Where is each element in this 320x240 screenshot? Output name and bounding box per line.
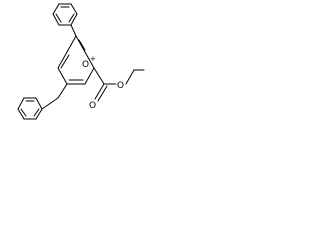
- bond-c4-phenyl: [57, 83, 68, 99]
- pyrylium-ring: [57, 35, 95, 85]
- ring-oxygen-label: O: [82, 60, 89, 70]
- left-phenyl-ring: [17, 97, 59, 120]
- top-phenyl-ring: [52, 3, 78, 26]
- ether-oxygen-label: O: [117, 81, 124, 91]
- chemical-structure-figure: O + O O: [0, 0, 146, 123]
- structure-drawing: O + O O: [17, 3, 145, 120]
- bond-phenyl-c2: [70, 24, 77, 37]
- ring-oxygen-charge: +: [90, 55, 96, 63]
- ethyl-ester-group: [93, 67, 145, 102]
- carbonyl-oxygen-label: O: [89, 101, 96, 111]
